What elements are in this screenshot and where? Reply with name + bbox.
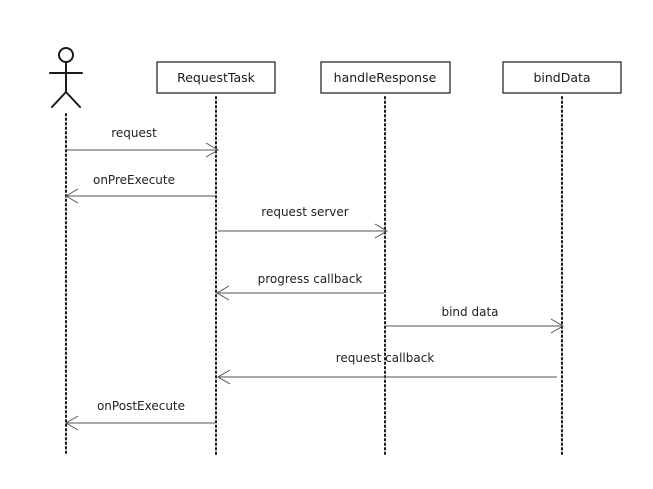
message-label: onPreExecute: [93, 173, 175, 187]
arrow-left-icon: [65, 415, 79, 431]
actor-icon: [49, 47, 83, 108]
participant-label: handleResponse: [334, 70, 437, 85]
message-label: bind data: [441, 305, 498, 319]
message-progress-callback: progress callback: [216, 272, 384, 301]
actor-right-leg: [65, 91, 81, 108]
participant-label: RequestTask: [177, 70, 256, 85]
participant-box: [156, 61, 276, 94]
participant-box: [320, 61, 451, 94]
participant-label: bindData: [533, 70, 590, 85]
participant-requesttask: RequestTask: [156, 61, 276, 94]
message-label: progress callback: [258, 272, 363, 286]
message-label: request: [111, 126, 157, 140]
arrow-left-icon: [217, 369, 231, 385]
message-onpreexecute: onPreExecute: [65, 173, 215, 204]
message-request: request: [67, 126, 219, 158]
message-label: request server: [261, 205, 348, 219]
message-bind-data: bind data: [385, 305, 564, 334]
arrow-right-icon: [550, 318, 564, 334]
arrow-left-icon: [65, 188, 79, 204]
message-label: onPostExecute: [97, 399, 185, 413]
participant-binddata: bindData: [502, 61, 622, 94]
participant-box: [502, 61, 622, 94]
arrow-right-icon: [205, 142, 219, 158]
arrow-left-icon: [216, 285, 230, 301]
actor-left-leg: [51, 91, 67, 108]
message-onpostexecute: onPostExecute: [65, 399, 215, 431]
message-request-server: request server: [218, 205, 388, 239]
participant-handleresponse: handleResponse: [320, 61, 451, 94]
message-request-callback: request callback: [217, 351, 557, 385]
message-label: request callback: [336, 351, 435, 365]
arrow-right-icon: [374, 223, 388, 239]
actor-head: [58, 47, 74, 63]
